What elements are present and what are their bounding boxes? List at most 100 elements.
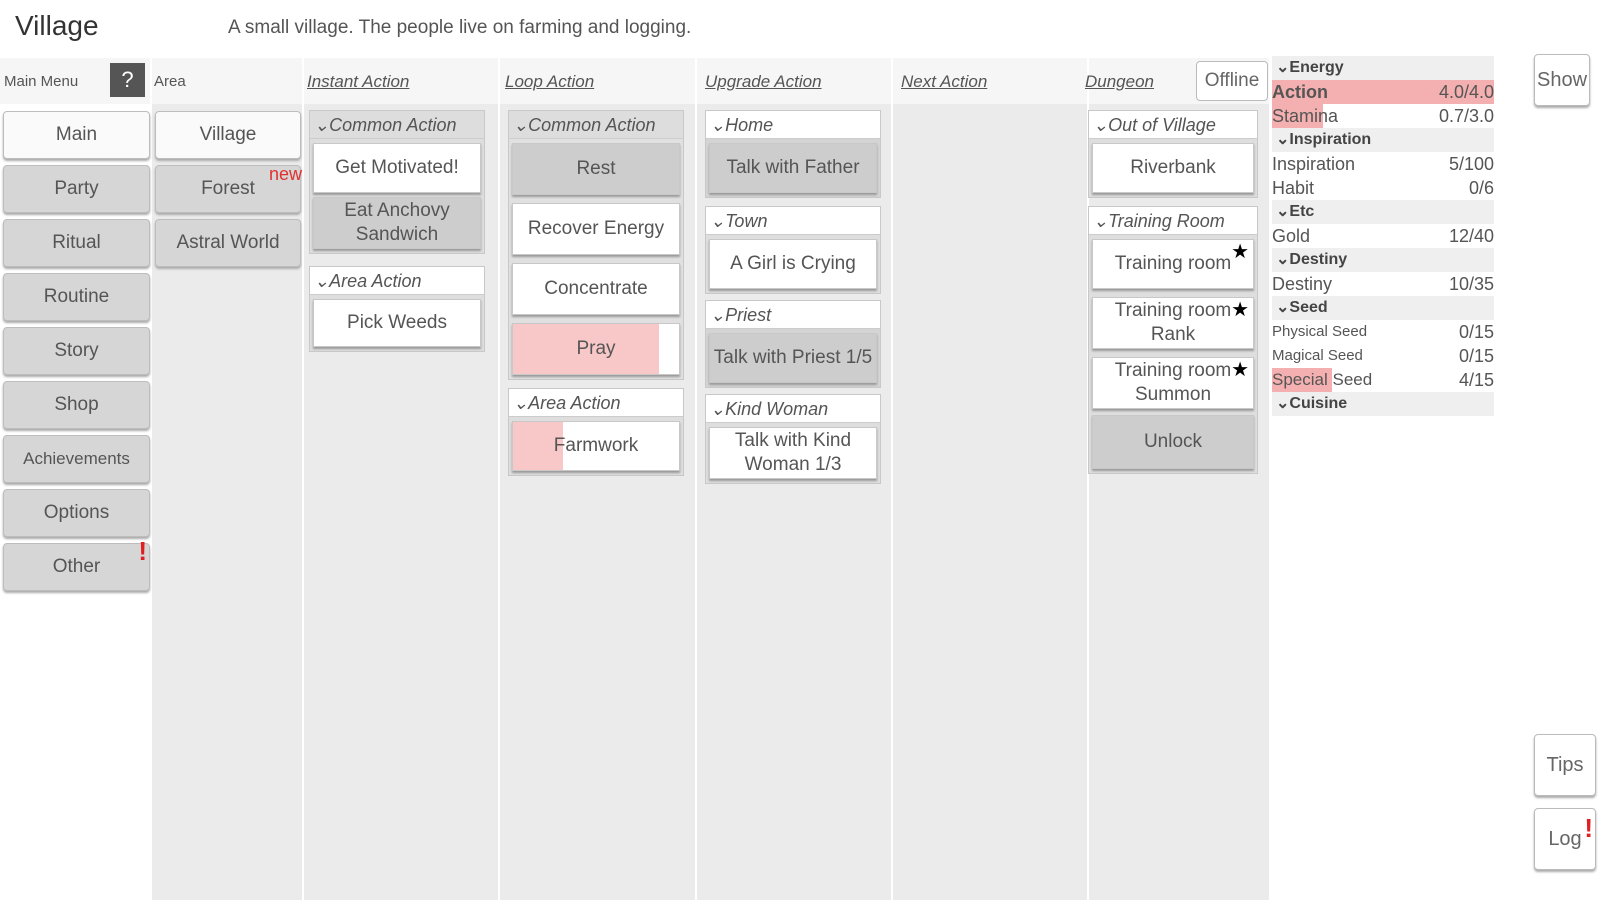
main-menu-label: Main Menu <box>4 73 79 90</box>
offline-button[interactable]: Offline <box>1196 61 1268 101</box>
riverbank-button[interactable]: Riverbank <box>1092 143 1254 193</box>
area-forest-label: Forest <box>201 178 255 199</box>
eat-anchovy-button[interactable]: Eat Anchovy Sandwich <box>313 197 481 249</box>
resource-action: Action 4.0/4.0 <box>1272 80 1494 104</box>
upgrade-town-group: ⌄Town A Girl is Crying <box>705 206 881 294</box>
menu-party-button[interactable]: Party <box>3 165 150 213</box>
loop-area-group: ⌄Area Action Farmwork <box>508 388 684 476</box>
dungeon-column: Dungeon Offline ⌄Out of Village Riverban… <box>1085 58 1269 900</box>
pray-button[interactable]: Pray <box>512 323 680 375</box>
seed-section[interactable]: ⌄Seed <box>1272 296 1494 320</box>
log-button[interactable]: Log ! <box>1534 808 1596 870</box>
area-header: Area <box>152 58 302 104</box>
farmwork-label: Farmwork <box>553 435 639 456</box>
loop-common-group: ⌄Common Action Rest Recover Energy Conce… <box>508 110 684 380</box>
cuisine-section[interactable]: ⌄Cuisine <box>1272 392 1494 416</box>
loop-action-title[interactable]: Loop Action <box>505 72 595 91</box>
resource-name: Action <box>1272 82 1328 102</box>
resource-value: 4/15 <box>1458 370 1494 390</box>
resource-value: 0/15 <box>1458 322 1494 342</box>
instant-common-header[interactable]: ⌄Common Action <box>310 111 484 139</box>
dungeon-title[interactable]: Dungeon <box>1085 72 1155 91</box>
resource-value: 0/6 <box>1468 178 1494 198</box>
farmwork-progress-fill <box>513 422 563 470</box>
dungeon-training-header[interactable]: ⌄Training Room <box>1089 207 1257 235</box>
resource-physical-seed: Physical Seed 0/15 <box>1272 320 1494 344</box>
tips-button[interactable]: Tips <box>1534 734 1596 796</box>
resource-inspiration: Inspiration 5/100 <box>1272 152 1494 176</box>
menu-routine-button[interactable]: Routine <box>3 273 150 321</box>
training-room-rank-label: Training room Rank <box>1114 300 1232 345</box>
next-action-title[interactable]: Next Action <box>901 72 988 91</box>
upgrade-home-header[interactable]: ⌄Home <box>706 111 880 139</box>
show-button[interactable]: Show <box>1534 54 1590 106</box>
dungeon-out-village-header[interactable]: ⌄Out of Village <box>1089 111 1257 139</box>
destiny-section[interactable]: ⌄Destiny <box>1272 248 1494 272</box>
upgrade-priest-header[interactable]: ⌄Priest <box>706 301 880 329</box>
talk-kind-woman-button[interactable]: Talk with Kind Woman 1/3 <box>709 427 877 479</box>
resource-name: Gold <box>1272 226 1311 246</box>
upgrade-kind-woman-header[interactable]: ⌄Kind Woman <box>706 395 880 423</box>
etc-section[interactable]: ⌄Etc <box>1272 200 1494 224</box>
loop-common-header[interactable]: ⌄Common Action <box>509 111 683 139</box>
pray-label: Pray <box>576 338 616 359</box>
main-menu-header: Main Menu ? <box>0 58 150 104</box>
training-room-label: Training room <box>1114 253 1232 274</box>
menu-ritual-button[interactable]: Ritual <box>3 219 150 267</box>
resource-name: Special Seed <box>1272 370 1373 389</box>
menu-other-button[interactable]: Other ! <box>3 536 150 591</box>
instant-area-header[interactable]: ⌄Area Action <box>310 267 484 295</box>
resource-name: Stamina <box>1272 106 1339 126</box>
resource-value: 10/35 <box>1448 274 1494 294</box>
rest-button[interactable]: Rest <box>512 143 680 195</box>
area-astral-world-button[interactable]: Astral World <box>155 219 301 267</box>
get-motivated-button[interactable]: Get Motivated! <box>313 143 481 193</box>
upgrade-action-header: Upgrade Action <box>697 58 891 104</box>
talk-father-button[interactable]: Talk with Father <box>709 143 877 193</box>
training-room-button[interactable]: Training room ★ <box>1092 239 1254 289</box>
new-badge: new <box>268 164 302 184</box>
main-menu-column: Main Menu ? Main Party Ritual Routine St… <box>0 58 150 900</box>
training-room-summon-button[interactable]: Training room Summon ★ <box>1092 357 1254 409</box>
star-icon: ★ <box>1231 299 1249 321</box>
menu-achievements-button[interactable]: Achievements <box>3 435 150 483</box>
star-icon: ★ <box>1231 241 1249 263</box>
upgrade-town-header[interactable]: ⌄Town <box>706 207 880 235</box>
energy-section[interactable]: ⌄Energy <box>1272 56 1494 80</box>
dungeon-out-village-group: ⌄Out of Village Riverbank <box>1088 110 1258 198</box>
loop-action-column: Loop Action ⌄Common Action Rest Recover … <box>500 58 695 900</box>
page-title: Village <box>15 10 99 41</box>
upgrade-priest-group: ⌄Priest Talk with Priest 1/5 <box>705 300 881 388</box>
unlock-button[interactable]: Unlock <box>1092 415 1254 469</box>
area-village-button[interactable]: Village <box>155 111 301 159</box>
menu-main-button[interactable]: Main <box>3 111 150 159</box>
pick-weeds-button[interactable]: Pick Weeds <box>313 299 481 347</box>
dungeon-training-group: ⌄Training Room Training room ★ Training … <box>1088 206 1258 474</box>
upgrade-home-group: ⌄Home Talk with Father <box>705 110 881 198</box>
area-label: Area <box>154 73 186 90</box>
resource-habit: Habit 0/6 <box>1272 176 1494 200</box>
resource-special-seed: Special Seed 4/15 <box>1272 368 1494 392</box>
instant-action-title[interactable]: Instant Action <box>307 72 410 91</box>
dungeon-header: Dungeon Offline <box>1085 58 1269 104</box>
stamina-highlight <box>1272 104 1324 128</box>
resource-name: Inspiration <box>1272 154 1356 174</box>
talk-priest-button[interactable]: Talk with Priest 1/5 <box>709 333 877 383</box>
menu-options-button[interactable]: Options <box>3 489 150 537</box>
resource-value: 0.7/3.0 <box>1438 106 1494 126</box>
concentrate-button[interactable]: Concentrate <box>512 263 680 315</box>
loop-area-header[interactable]: ⌄Area Action <box>509 389 683 417</box>
farmwork-button[interactable]: Farmwork <box>512 421 680 471</box>
loop-action-header: Loop Action <box>500 58 695 104</box>
resource-name: Destiny <box>1272 274 1333 294</box>
menu-shop-button[interactable]: Shop <box>3 381 150 429</box>
training-room-rank-button[interactable]: Training room Rank ★ <box>1092 297 1254 349</box>
inspiration-section[interactable]: ⌄Inspiration <box>1272 128 1494 152</box>
recover-energy-button[interactable]: Recover Energy <box>512 203 680 255</box>
help-button[interactable]: ? <box>110 63 145 97</box>
upgrade-action-title[interactable]: Upgrade Action <box>705 72 822 91</box>
area-forest-button[interactable]: Forest new <box>155 164 302 213</box>
girl-crying-button[interactable]: A Girl is Crying <box>709 239 877 289</box>
menu-story-button[interactable]: Story <box>3 327 150 375</box>
resource-value: 5/100 <box>1448 154 1494 174</box>
